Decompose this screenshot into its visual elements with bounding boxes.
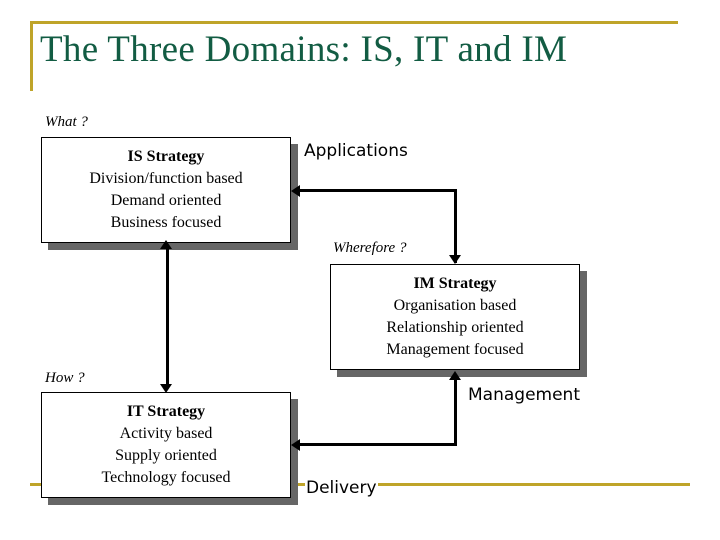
top-gold-rule [30,21,678,24]
label-applications: Applications [304,141,408,161]
connector-delivery-horizontal [300,443,457,446]
label-wherefore: Wherefore ? [333,240,407,256]
connector-is-it-line [166,248,169,386]
connector-management-arrowhead [449,371,461,380]
label-what: What ? [45,114,88,130]
box-im-strategy[interactable]: IM Strategy Organisation based Relations… [330,264,580,370]
box-it-strategy-line-2: Supply oriented [115,447,217,464]
box-is-strategy-title: IS Strategy [127,148,205,165]
connector-applications-arrowhead [291,185,300,197]
box-it-strategy-title: IT Strategy [126,403,206,420]
label-how: How ? [45,370,85,386]
box-it-strategy-line-3: Technology focused [101,469,231,486]
box-im-strategy-line-3: Management focused [386,341,524,358]
connector-management-vertical [454,380,457,444]
box-im-strategy-line-2: Relationship oriented [386,319,524,336]
box-it-strategy-line-1: Activity based [119,425,213,442]
connector-applications-vertical [454,189,457,263]
connector-delivery-arrowhead [291,439,300,451]
connector-applications-horizontal [300,189,457,192]
page-title: The Three Domains: IS, IT and IM [40,29,568,70]
box-is-strategy[interactable]: IS Strategy Division/function based Dema… [41,137,291,243]
box-is-strategy-line-3: Business focused [110,214,222,231]
label-management: Management [468,385,580,405]
box-im-strategy-title: IM Strategy [413,275,497,292]
connector-is-it-arrowhead-down [160,384,172,393]
connector-is-it-arrowhead-up [160,240,172,249]
left-gold-rule [30,21,33,91]
box-is-strategy-line-1: Division/function based [89,170,243,187]
box-it-strategy[interactable]: IT Strategy Activity based Supply orient… [41,392,291,498]
box-is-strategy-line-2: Demand oriented [110,192,222,209]
box-im-strategy-line-1: Organisation based [393,297,517,314]
label-delivery: Delivery [305,478,378,498]
connector-applications-arrowhead-down [449,255,461,264]
